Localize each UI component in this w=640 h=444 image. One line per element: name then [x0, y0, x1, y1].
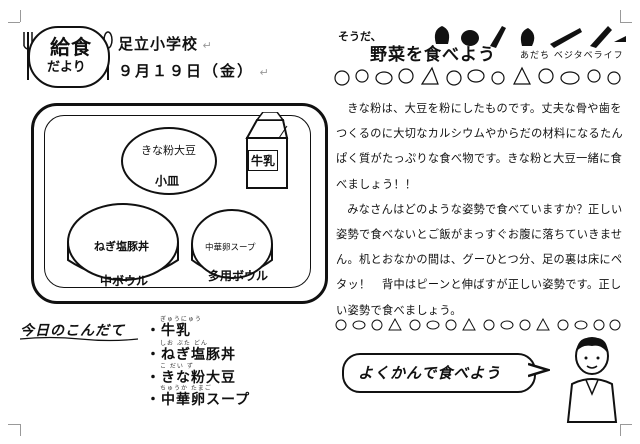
menu-item-negishio: しお ぶた どん・ねぎ塩豚丼	[146, 340, 236, 363]
crop-mark	[620, 10, 621, 22]
school-name: 足立小学校 ↵	[118, 35, 213, 53]
vegetable-border-icon	[335, 317, 621, 331]
crop-mark	[8, 22, 20, 23]
menu-item-kinako: こ だい ず・きな粉大豆	[146, 363, 236, 386]
article-paragraph-kinako: きな粉は、大豆を粉にしたものです。丈夫な骨や歯をつくるのに大切なカルシウムやから…	[336, 102, 623, 191]
tray-inner	[44, 115, 311, 288]
vegetable-row-icon	[434, 26, 626, 48]
bowl-label: ねぎ塩豚丼	[94, 240, 149, 253]
crop-mark	[20, 424, 21, 436]
bowl-dish	[67, 203, 179, 281]
kyushoku-badge	[28, 26, 110, 88]
bubble-tail	[528, 362, 550, 378]
bowl-name: 中ボウル	[100, 274, 149, 288]
crop-mark	[620, 22, 632, 23]
badge-subtitle: だより	[47, 60, 86, 75]
yasai-lead: そうだ、	[338, 30, 382, 43]
crop-mark	[20, 10, 21, 22]
menu-heading: 今日のこんだて	[20, 323, 125, 339]
menu-item-soup: ちゅうか たまご・中華卵スープ	[146, 385, 251, 408]
menu-item-milk: ぎゅうにゅう・牛乳	[146, 316, 202, 339]
article-body: きな粉は、大豆を粉にしたものです。丈夫な骨や歯をつくるのに大切なカルシウムやから…	[336, 96, 624, 323]
multi-bowl-name: 多用ボウル	[208, 269, 269, 283]
yasai-title: 野菜を食べよう	[370, 45, 496, 65]
yasai-subtitle: あだち ベジタベライフ	[520, 51, 624, 61]
small-dish	[121, 127, 217, 195]
milk-label: 牛乳	[248, 150, 279, 171]
speech-bubble	[342, 353, 536, 393]
small-dish-label: きな粉大豆	[141, 144, 196, 157]
small-dish-name: 小皿	[155, 174, 180, 188]
tray-outline	[31, 103, 328, 304]
vegetable-band-icon	[334, 66, 621, 86]
crop-mark	[8, 424, 20, 425]
person-illustration-icon	[566, 337, 618, 423]
menu-date: ９月１９日（金） ↵	[118, 62, 271, 80]
crop-mark	[620, 424, 621, 436]
multi-bowl-label: 中華卵スープ	[205, 243, 256, 253]
article-paragraph-posture: みなさんはどのような姿勢で食べていますか？正しい姿勢で食べないとご飯がまっすぐお…	[336, 202, 623, 317]
multi-bowl-dish	[191, 209, 273, 279]
heading-underline	[20, 336, 138, 342]
badge-title: 給食	[50, 35, 92, 59]
crop-mark	[620, 424, 632, 425]
bubble-text: よくかんで食べよう	[358, 364, 502, 382]
